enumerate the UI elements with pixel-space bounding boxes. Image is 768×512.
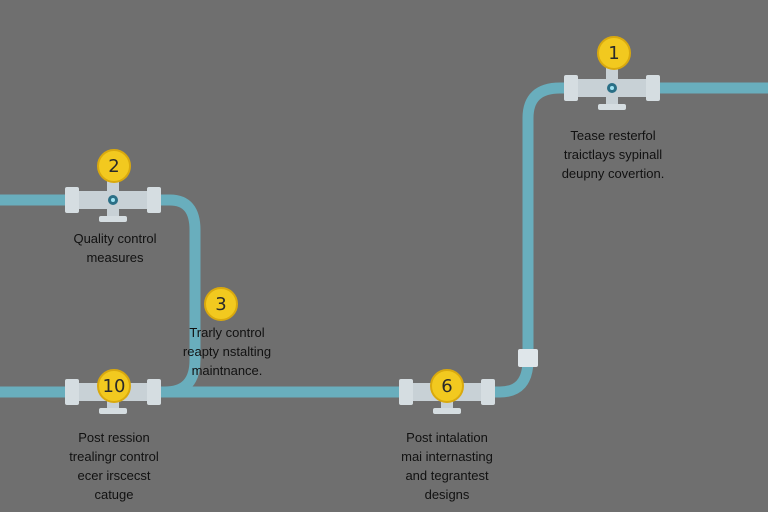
- step-label-6-line-4: designs: [424, 487, 470, 502]
- step-label-2: Quality control measures: [52, 229, 178, 267]
- step-label-2-line-2: measures: [86, 250, 144, 265]
- step-label-3: Trarly control reapty nstalting maintnan…: [156, 323, 298, 380]
- step-label-2-line-1: Quality control: [73, 231, 157, 246]
- step-label-1: Tease resterfol traictlays sypinall deup…: [535, 126, 691, 183]
- step-badge-6: 6: [430, 369, 464, 403]
- step-label-1-line-1: Tease resterfol: [570, 128, 656, 143]
- valve-2: [65, 180, 161, 222]
- pipe-bottom: [0, 82, 768, 398]
- step-label-10: Post ression trealingr control ecer irsc…: [48, 428, 180, 504]
- pipe-coupling: [518, 349, 538, 367]
- step-label-6: Post intalation mai internasting and teg…: [378, 428, 516, 504]
- step-label-6-line-1: Post intalation: [406, 430, 488, 445]
- step-label-1-line-3: deupny covertion.: [561, 166, 665, 181]
- step-label-1-line-2: traictlays sypinall: [563, 147, 663, 162]
- step-badge-10: 10: [97, 369, 131, 403]
- step-label-6-line-2: mai internasting: [401, 449, 493, 464]
- step-badge-1: 1: [597, 36, 631, 70]
- step-label-10-line-4: catuge: [94, 487, 134, 502]
- step-label-6-line-3: and tegrantest: [405, 468, 489, 483]
- valve-1: [564, 68, 660, 110]
- step-label-10-line-2: trealingr control: [69, 449, 159, 464]
- step-label-3-line-2: reapty nstalting: [182, 344, 272, 359]
- step-label-10-line-1: Post ression: [78, 430, 150, 445]
- step-label-10-line-3: ecer irscecst: [77, 468, 151, 483]
- step-label-3-line-3: maintnance.: [191, 363, 263, 378]
- step-badge-3: 3: [204, 287, 238, 321]
- step-label-3-line-1: Trarly control: [189, 325, 265, 340]
- step-badge-2: 2: [97, 149, 131, 183]
